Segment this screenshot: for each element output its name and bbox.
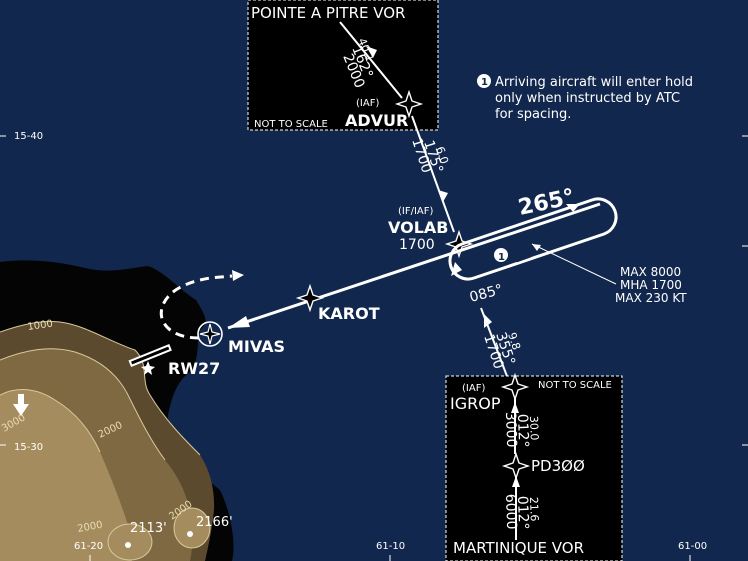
spot-elevation-2166: 2166' xyxy=(187,515,233,537)
fix-volab-altitude: 1700 xyxy=(399,237,435,253)
note-line-3: for spacing. xyxy=(495,107,571,122)
fix-advur-name: ADVUR xyxy=(345,111,408,130)
arrowhead-icon xyxy=(511,402,519,413)
note-line-1: Arriving aircraft will enter hold xyxy=(495,75,693,90)
fix-volab-name: VOLAB xyxy=(388,218,448,237)
terrain-high xyxy=(0,389,132,561)
contour-line-1000 xyxy=(0,321,201,456)
vor-compass-icon xyxy=(197,321,223,347)
arrowhead-icon xyxy=(512,476,520,487)
compulsory-fix-star-icon xyxy=(199,323,221,345)
fix-igrop-name: IGROP xyxy=(450,394,501,413)
runway-label: RW27 xyxy=(168,359,220,378)
inset-south-seg1-course: 012° xyxy=(514,496,531,530)
fix-volab-role: (IF/IAF) xyxy=(398,206,434,217)
arrowhead-icon xyxy=(532,244,541,251)
note-marker: 1 xyxy=(481,77,488,88)
inset-north-title: POINTE A PITRE VOR xyxy=(251,4,405,22)
contour-label-2000-peak1: 2000 xyxy=(77,520,104,535)
fix-pd300[interactable]: PD3ØØ xyxy=(501,451,585,481)
spot-elevation-label: 2166' xyxy=(196,515,233,530)
compulsory-fix-star-icon xyxy=(500,372,530,402)
arrowhead-icon xyxy=(484,314,492,328)
inset-south: NOT TO SCALE MARTINIQUE VOR 21.6 012° 60… xyxy=(445,375,623,561)
inset-south-frame xyxy=(445,375,623,561)
contour-label-1000: 1000 xyxy=(27,319,54,333)
arrowhead-icon xyxy=(366,46,377,58)
fix-advur[interactable]: (IAF) ADVUR xyxy=(345,89,424,130)
terrain-peak-area-2 xyxy=(173,507,211,549)
arrowhead-icon xyxy=(566,204,580,212)
inset-south-not-to-scale: NOT TO SCALE xyxy=(538,380,612,391)
fix-igrop-role: (IAF) xyxy=(462,383,485,394)
fix-karot-name: KAROT xyxy=(318,304,380,323)
fix-mivas-name: MIVAS xyxy=(228,337,285,356)
arrowhead-icon xyxy=(228,316,250,328)
contour-line-3000 xyxy=(0,389,101,453)
inset-south-seg1-distance: 21.6 xyxy=(527,497,541,522)
contour-line-2000 xyxy=(0,348,166,461)
compulsory-fix-star-icon xyxy=(295,283,325,313)
inset-north-leg xyxy=(339,21,403,99)
arrowhead-icon xyxy=(232,270,244,281)
holding-note-marker: 1 xyxy=(498,252,505,263)
note-line-2: only when instructed by ATC xyxy=(495,91,680,106)
latitude-label-bottom: 15-30 xyxy=(14,442,43,453)
inset-south-title: MARTINIQUE VOR xyxy=(453,539,584,557)
coordinate-ticks xyxy=(0,135,748,561)
longitude-label-right: 61-00 xyxy=(678,541,707,552)
holding-max-altitude: MAX 8000 xyxy=(620,265,681,279)
spot-elevation-2113: 2113' xyxy=(125,521,167,548)
longitude-label-left: 61-20 xyxy=(74,541,103,552)
runway-symbol-inner xyxy=(131,346,170,365)
leg-advur-volab-distance: 6.0 xyxy=(433,145,451,166)
holding-mha: MHA 1700 xyxy=(620,278,682,292)
aerodrome-star-icon xyxy=(141,361,155,375)
compulsory-fix-star-icon xyxy=(394,89,424,119)
longitude-label-center: 61-10 xyxy=(376,541,405,552)
fix-igrop[interactable]: (IAF) IGROP xyxy=(450,372,530,413)
inset-south-seg1-altitude: 6000 xyxy=(502,494,519,530)
holding-note-marker-icon xyxy=(494,248,508,262)
holding-racetrack xyxy=(448,197,618,281)
fix-karot[interactable]: KAROT xyxy=(295,283,380,323)
compulsory-fix-star-icon xyxy=(501,451,531,481)
inset-south-seg2-course: 012° xyxy=(514,414,531,448)
arrival-note: 1 Arriving aircraft will enter hold only… xyxy=(477,74,693,122)
holding-gap-mask xyxy=(515,252,531,263)
note-marker-icon xyxy=(477,74,491,88)
holding-limits-leader xyxy=(531,243,617,285)
inset-north-not-to-scale: NOT TO SCALE xyxy=(254,119,328,130)
terrain-arrow-icon xyxy=(13,394,29,416)
approach-track xyxy=(227,202,601,330)
inset-south-seg2-distance: 30.0 xyxy=(527,416,541,441)
spot-elevation-label: 2113' xyxy=(130,521,167,536)
latitude-label-top: 15-40 xyxy=(14,131,43,142)
fix-advur-role: (IAF) xyxy=(356,98,379,109)
holding-max-speed: MAX 230 KT xyxy=(615,291,687,305)
fix-mivas[interactable]: MIVAS xyxy=(197,321,285,356)
inset-south-seg2-altitude: 3000 xyxy=(502,412,519,448)
dashed-procedure-turn xyxy=(159,274,233,340)
terrain-peak-area-1 xyxy=(107,523,153,561)
fix-pd300-name: PD3ØØ xyxy=(531,457,585,475)
runway-27: RW27 xyxy=(128,343,220,378)
leg-advur-volab xyxy=(411,115,455,233)
arrowhead-icon xyxy=(451,262,462,276)
arrowhead-icon xyxy=(438,190,448,202)
leg-igrop-hold-distance: 9.8 xyxy=(505,331,523,352)
